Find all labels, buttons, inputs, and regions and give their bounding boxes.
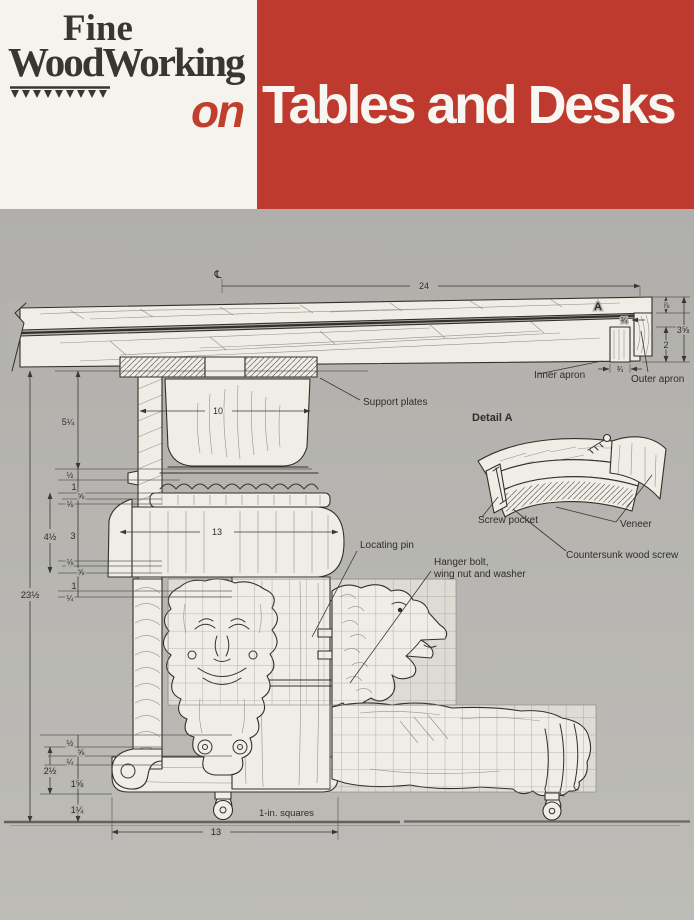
dim-edge-notch: ¾ — [621, 316, 628, 325]
callouts: Locating pin Hanger bolt, wing nut and w… — [259, 540, 526, 819]
break-line — [8, 301, 26, 371]
dim-inner-apron-width: ¾ — [617, 365, 624, 374]
dim-2-5: 2½ — [44, 766, 57, 776]
label-locating-pin: Locating pin — [360, 540, 414, 551]
dim-apron-height: 2 — [663, 340, 668, 350]
dim-quarter-a: ¼ — [67, 594, 74, 603]
dim-one-b: 1 — [71, 581, 76, 591]
dim-edge-total: 3⅝ — [677, 325, 690, 335]
dim-1-25: 1¼ — [71, 805, 84, 815]
dim-overall-height: 23½ — [21, 590, 40, 601]
inner-apron — [609, 326, 631, 363]
technical-drawing: A ⅞ ¾ 2 3⅝ ¾ Inner apron Outer apron — [0, 209, 694, 920]
dim-top-width-group: ℄ 24 — [212, 268, 641, 296]
rope-column — [111, 578, 163, 790]
wood-screw-icon — [587, 433, 612, 454]
label-support-plates: Support plates — [363, 397, 428, 408]
base-width-dim: 13 — [111, 797, 339, 840]
logo-word-woodworking: WoodWorking — [8, 39, 245, 86]
centerline-symbol: ℄ — [213, 269, 221, 281]
dim-half-b: ½ — [67, 739, 74, 748]
label-hanger-bolt-2: wing nut and washer — [433, 569, 526, 580]
dim-one-a: 1 — [71, 482, 76, 492]
dim-4-5: 4½ — [44, 532, 57, 542]
dim-5-25: 5¼ — [62, 417, 75, 427]
detail-marker-a: A — [594, 301, 602, 313]
support-plates: Support plates — [119, 356, 428, 408]
dim-top-width: 24 — [419, 281, 429, 291]
cover-title: Tables and Desks — [262, 75, 677, 135]
publisher-panel: Fine WoodWorking on — [0, 0, 257, 209]
label-countersunk-screw: Countersunk wood screw — [566, 550, 679, 561]
detail-a-sketch: Detail A Screw pocket Veneer Countersunk… — [472, 412, 679, 561]
dim-58-c: ⅝ — [78, 748, 85, 757]
label-detail-a: Detail A — [472, 412, 513, 424]
cover-header: Fine WoodWorking on Tables and Desks — [0, 0, 694, 209]
label-hanger-bolt-1: Hanger bolt, — [434, 557, 488, 568]
outer-apron — [633, 312, 653, 357]
tabletop — [8, 296, 653, 372]
label-veneer: Veneer — [620, 519, 652, 530]
dim-column-top-width: 10 — [213, 406, 223, 416]
dim-58-b: ⅝ — [78, 568, 85, 577]
dim-quarter-b: ¼ — [67, 758, 74, 767]
dim-18-b: ⅛ — [67, 558, 74, 567]
floor-line — [4, 820, 690, 826]
label-grid-note: 1-in. squares — [259, 808, 314, 819]
series-connector-on: on — [191, 85, 245, 137]
apron-edge-detail: A ⅞ ¾ 2 3⅝ ¾ Inner apron Outer apron — [534, 296, 691, 385]
dim-half-a: ½ — [67, 471, 74, 480]
publisher-logo: Fine WoodWorking — [8, 8, 245, 86]
dim-three: 3 — [70, 531, 75, 541]
label-inner-apron: Inner apron — [534, 370, 585, 381]
dim-18-a: ⅛ — [67, 500, 74, 509]
left-dimensions: 5¼ ½ 1 ⅝ ⅛ 4½ 3 ⅛ ⅝ 1 ¼ 23½ ½ ⅝ ¼ 2½ 1⅝ … — [19, 370, 368, 823]
dim-58-a: ⅝ — [78, 492, 85, 501]
dim-1-58: 1⅝ — [71, 779, 84, 789]
dim-base-width: 13 — [211, 827, 221, 837]
dim-edge-thickness: ⅞ — [663, 301, 670, 310]
dim-column-block-width: 13 — [212, 527, 222, 537]
caster-icon — [212, 791, 234, 821]
caster-icon — [542, 792, 562, 821]
grid-overlay — [167, 578, 597, 793]
logo-word-fine: Fine — [63, 8, 133, 49]
label-outer-apron: Outer apron — [631, 374, 684, 385]
sawtooth-rule-icon — [10, 86, 110, 98]
screw-pocket-shape — [485, 463, 508, 514]
title-banner: Tables and Desks — [257, 0, 694, 209]
label-screw-pocket: Screw pocket — [478, 515, 538, 526]
